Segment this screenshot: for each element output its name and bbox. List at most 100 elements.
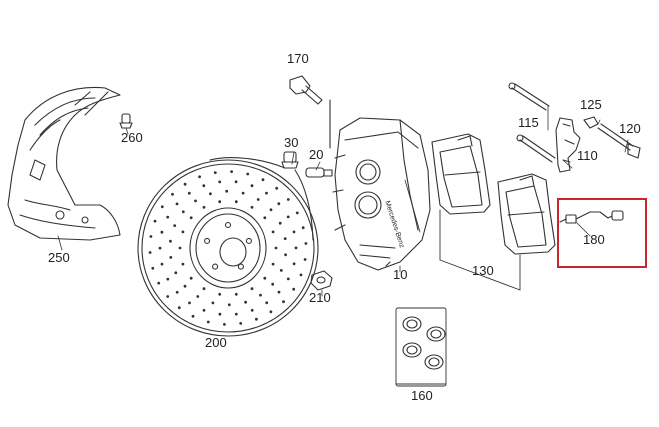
disc-hole: [187, 191, 191, 195]
disc-hole: [178, 246, 182, 250]
disc-hole: [271, 282, 275, 286]
disc-hole: [166, 277, 170, 281]
part-label-125: 125: [580, 97, 602, 112]
disc-hole: [181, 210, 185, 214]
disc-hole: [202, 205, 206, 209]
pins-115-drawing: [508, 82, 556, 163]
disc-hole: [191, 314, 195, 318]
disc-hole: [149, 235, 153, 238]
disc-hole: [183, 284, 187, 288]
disc-hole: [304, 242, 308, 245]
part-label-30: 30: [284, 135, 299, 150]
disc-hole: [206, 320, 210, 324]
part-label-110: 110: [577, 148, 598, 163]
part-label-200: 200: [205, 335, 227, 350]
part-label-250: 250: [48, 250, 70, 265]
part-20-drawing: [305, 167, 333, 178]
disc-hole: [284, 253, 287, 257]
disc-hole: [225, 189, 229, 193]
part-label-260: 260: [121, 130, 143, 145]
disc-hole: [299, 273, 303, 277]
disc-hole: [279, 269, 283, 272]
part-30-drawing: [281, 151, 299, 169]
disc-hole: [278, 221, 282, 225]
disc-hole: [173, 224, 177, 228]
disc-hole: [295, 211, 299, 215]
disc-hole: [286, 215, 290, 219]
disc-hole: [259, 293, 262, 297]
brake-pad-upper-drawing: [431, 133, 491, 215]
part-label-120: 120: [619, 121, 641, 136]
disc-hole: [234, 312, 238, 316]
disc-hole: [202, 184, 206, 188]
disc-hole: [275, 186, 279, 190]
disc-hole: [265, 301, 269, 305]
disc-hole: [218, 312, 222, 316]
disc-hole: [301, 226, 305, 230]
disc-hole: [227, 303, 231, 307]
hub-bolt-hole: [212, 263, 219, 270]
disc-hole: [181, 262, 185, 266]
disc-hole: [292, 262, 296, 266]
disc-hole: [223, 323, 226, 326]
brake-pad-lower-drawing: [497, 173, 556, 255]
disc-hole: [271, 230, 275, 234]
hub-bolt-hole: [224, 221, 232, 229]
disc-hole: [250, 287, 254, 291]
disc-hole: [171, 192, 174, 196]
part-label-10: 10: [393, 267, 408, 282]
disc-hole: [211, 301, 215, 305]
disc-hole: [292, 287, 296, 291]
disc-hole: [256, 198, 260, 201]
disc-hole: [169, 256, 173, 259]
part-label-160: 160: [411, 388, 433, 403]
part-label-210: 210: [309, 290, 331, 305]
leader-lines: [57, 105, 629, 297]
disc-hole: [241, 191, 245, 195]
wear-sensor-180-drawing: [559, 210, 624, 224]
disc-hole: [158, 246, 162, 250]
disc-drill-holes: [148, 170, 308, 326]
disc-hole: [183, 182, 187, 186]
disc-hole: [213, 171, 217, 175]
disc-hole: [189, 276, 193, 280]
nut-210-drawing: [310, 270, 333, 291]
disc-hole: [250, 184, 254, 188]
disc-hole: [177, 306, 181, 310]
disc-hole: [160, 205, 164, 209]
disc-hole: [166, 215, 170, 219]
part-label-20: 20: [309, 147, 324, 162]
disc-hole: [274, 246, 278, 250]
disc-hole: [255, 317, 258, 321]
disc-hole: [283, 237, 287, 241]
disc-hole: [234, 292, 238, 296]
disc-hole: [239, 322, 243, 325]
disc-hole: [303, 258, 307, 261]
disc-hole: [196, 295, 200, 298]
disc-hole: [174, 271, 178, 275]
disc-hole: [271, 262, 275, 266]
disc-hole: [166, 295, 170, 298]
disc-hole: [194, 199, 197, 203]
disc-hole: [250, 308, 254, 312]
seal-kit-160-drawing: [395, 307, 447, 387]
disc-hole: [250, 205, 254, 209]
highlight-box-180: [557, 198, 647, 268]
disc-hole: [209, 192, 212, 196]
disc-hole: [263, 216, 267, 220]
disc-hole: [218, 200, 222, 204]
caliper-drawing: [332, 117, 431, 271]
disc-hole: [265, 191, 268, 195]
dust-shield-drawing: [7, 86, 121, 241]
brake-disc-drawing: [137, 157, 319, 337]
disc-hole: [175, 290, 179, 294]
disc-hole: [269, 310, 273, 314]
disc-hole: [244, 300, 248, 304]
part-label-170: 170: [287, 51, 309, 66]
disc-hole: [151, 266, 155, 270]
disc-hole: [189, 216, 193, 220]
disc-hole: [202, 308, 206, 312]
disc-hole: [234, 180, 238, 184]
disc-hole: [169, 239, 172, 243]
